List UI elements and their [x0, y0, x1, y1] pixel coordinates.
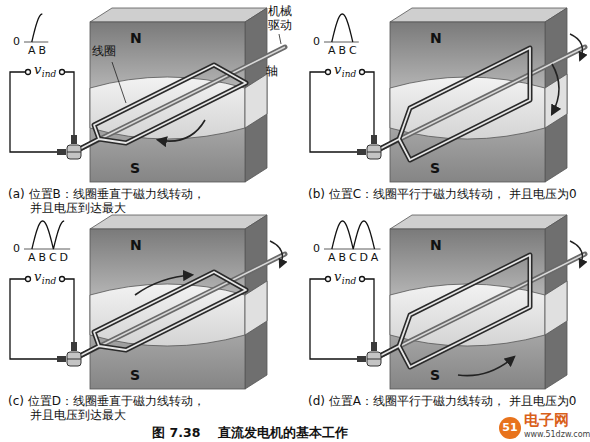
position-letters: ABC	[328, 44, 360, 57]
watermark: 51	[502, 421, 517, 434]
panel-a-art	[10, 8, 285, 182]
pole-label: N	[130, 30, 142, 47]
voltage-waveform	[32, 221, 64, 249]
voltage-subscript: ind	[42, 276, 56, 287]
position-letters: ABCDA	[328, 251, 381, 264]
coil	[74, 65, 246, 152]
external-circuit	[310, 277, 374, 360]
panel-c-art	[10, 215, 285, 389]
voltage-waveform	[332, 14, 353, 42]
voltage-symbol: v	[334, 62, 341, 78]
pole-label: S	[430, 160, 440, 177]
coil-highlight	[74, 272, 246, 359]
part-label: 机械 驱动	[268, 4, 294, 33]
rotation-arrow	[158, 120, 205, 141]
panel-caption: (b) 位置C：线圈平行于磁力线转动， 并且电压为0	[308, 187, 588, 201]
part-label: 线圈	[92, 44, 116, 58]
zero-label: 0	[313, 242, 320, 255]
voltage-subscript: ind	[342, 69, 356, 80]
position-letters: AB	[28, 44, 49, 57]
voltage-symbol: v	[34, 269, 41, 285]
pole-label: N	[130, 237, 142, 254]
coil-highlight	[74, 65, 246, 152]
panel-d-art	[310, 215, 585, 389]
pole-label: N	[430, 237, 442, 254]
rotation-arrow	[552, 64, 559, 114]
rotation-arrow	[135, 275, 192, 295]
panel-area: NS0ABCDvind(c) 位置D：线圈垂直于磁力线转动， 并且电压到达最大	[0, 207, 290, 422]
commutator	[57, 342, 81, 366]
leader-line	[279, 34, 281, 44]
magnet: NS	[90, 215, 267, 389]
drive-arrow	[270, 241, 282, 267]
leader-line	[112, 62, 126, 103]
figure-caption: 图 7.38 直流发电机的基本工作	[152, 425, 348, 440]
coil	[374, 48, 530, 160]
zero-label: 0	[313, 35, 320, 48]
pole-label: S	[430, 367, 440, 384]
coil-highlight	[374, 48, 530, 160]
panel-caption: (d) 位置A：线圈平行于磁力线转动， 并且电压为0	[308, 394, 588, 408]
waveform-axis	[24, 42, 48, 43]
external-circuit	[10, 70, 74, 153]
panel-area: NS0ABCvind(b) 位置C：线圈平行于磁力线转动， 并且电压为0	[300, 0, 590, 215]
coil	[374, 255, 530, 367]
zero-label: 0	[13, 35, 20, 48]
magnet-block	[90, 215, 267, 389]
drive-arrow	[570, 241, 582, 267]
magnet: NS	[90, 8, 267, 182]
voltage-symbol: v	[34, 62, 41, 78]
voltage-subscript: ind	[42, 69, 56, 80]
voltage-waveform	[32, 14, 43, 42]
watermark-logo	[499, 417, 521, 439]
external-circuit	[310, 70, 374, 153]
commutator	[357, 342, 381, 366]
magnet-block	[90, 8, 267, 182]
commutator	[57, 135, 81, 159]
panel-area: NS0ABCDAvind(d) 位置A：线圈平行于磁力线转动， 并且电压为0	[300, 207, 590, 422]
shaft	[74, 47, 285, 152]
external-circuit	[10, 277, 74, 360]
commutator	[357, 135, 381, 159]
magnet: NS	[390, 8, 567, 182]
coil	[74, 272, 246, 359]
waveform-axis	[24, 249, 70, 250]
panel-caption: (c) 位置D：线圈垂直于磁力线转动， 并且电压到达最大	[8, 394, 288, 422]
panel-caption: (a) 位置B：线圈垂直于磁力线转动， 并且电压到达最大	[8, 187, 288, 215]
coil-highlight	[374, 255, 530, 367]
pole-label: S	[130, 160, 140, 177]
drive-arrow	[570, 34, 582, 60]
shaft	[374, 254, 585, 359]
shaft	[374, 47, 585, 152]
panel-b-art	[310, 8, 585, 182]
panel-area: NS0ABvind线圈机械 驱动轴(a) 位置B：线圈垂直于磁力线转动， 并且电…	[0, 0, 290, 215]
watermark: www.51dzw.com	[524, 430, 590, 440]
voltage-subscript: ind	[342, 276, 356, 287]
pole-label: S	[130, 367, 140, 384]
voltage-waveform	[332, 221, 375, 249]
waveform-axis	[324, 42, 359, 43]
magnet: NS	[390, 215, 567, 389]
position-letters: ABCD	[28, 251, 71, 264]
shaft	[74, 254, 285, 359]
part-label: 轴	[266, 64, 278, 78]
voltage-symbol: v	[334, 269, 341, 285]
pole-label: N	[430, 30, 442, 47]
watermark: 电子网	[524, 411, 569, 429]
zero-label: 0	[13, 242, 20, 255]
rotation-arrow	[458, 357, 514, 376]
